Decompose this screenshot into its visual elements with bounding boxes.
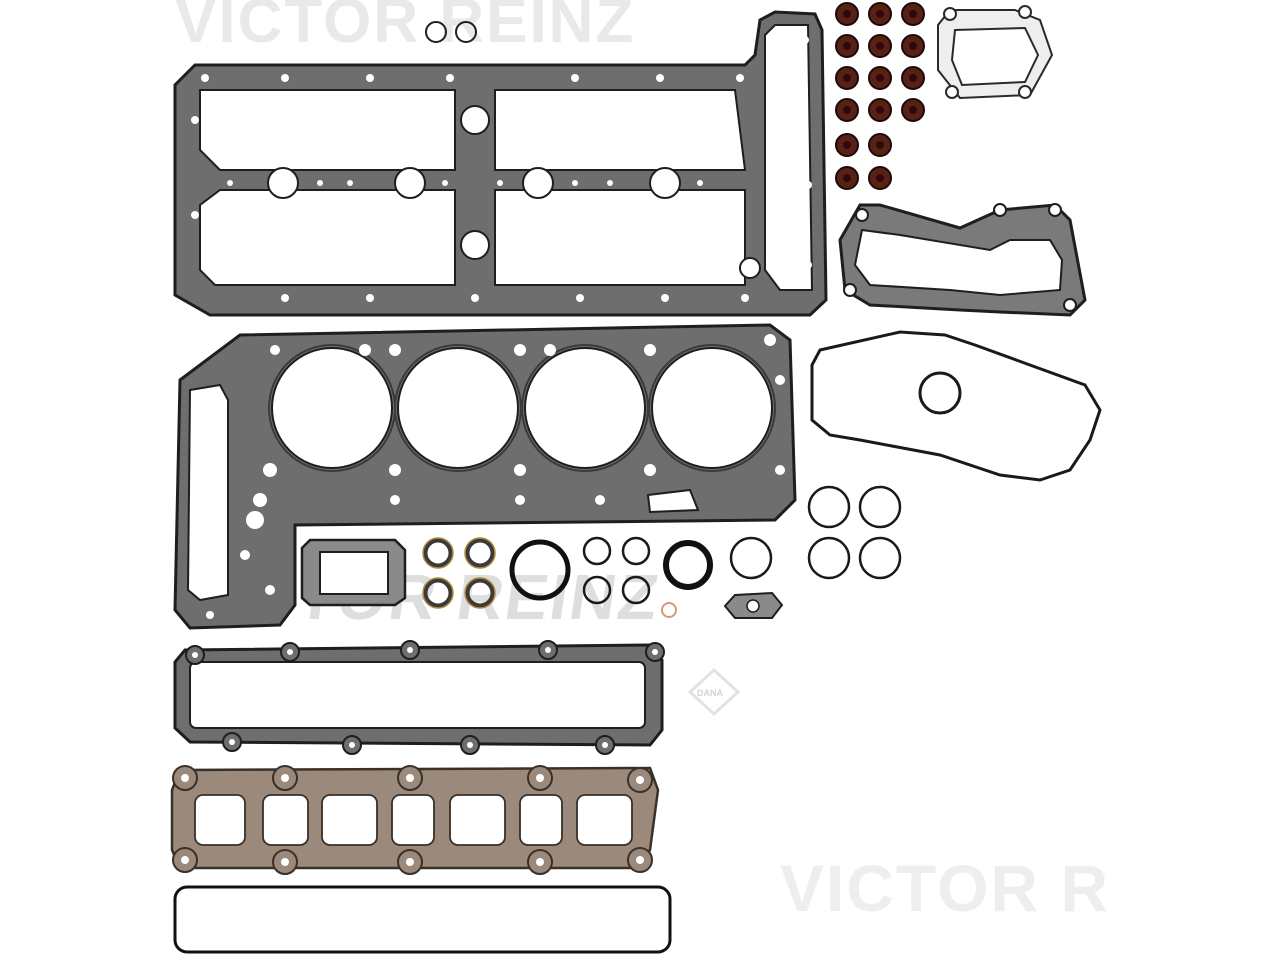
sealing-washers: [422, 537, 496, 609]
oval-flange-gasket: [723, 591, 784, 619]
thin-orings-middle: [582, 536, 773, 605]
turbo-flange-gasket: [937, 5, 1054, 100]
exhaust-outlet-gasket: [300, 538, 407, 607]
valve-cover-gasket: [173, 10, 828, 317]
watermark-brand-bottom: VICTOR R: [780, 851, 1111, 925]
exhaust-manifold-gasket: [170, 765, 660, 875]
cylinder-head-gasket: [173, 323, 797, 630]
housing-gasket: [838, 203, 1087, 317]
timing-cover-seal: [810, 330, 1102, 482]
watermark-brand-top: VICTOR REINZ: [175, 0, 636, 56]
copper-washer: [661, 602, 677, 618]
rubber-cover-seal: [173, 885, 672, 954]
seal-mark-bottom: [687, 667, 741, 717]
intake-manifold-gasket: [173, 640, 665, 755]
orings-right-group: [807, 485, 902, 580]
watermark-seal-bottom: DANA: [697, 688, 723, 698]
thick-orings: [509, 539, 713, 601]
valve-stem-seals: [835, 2, 925, 190]
small-orings-top: [425, 21, 477, 43]
